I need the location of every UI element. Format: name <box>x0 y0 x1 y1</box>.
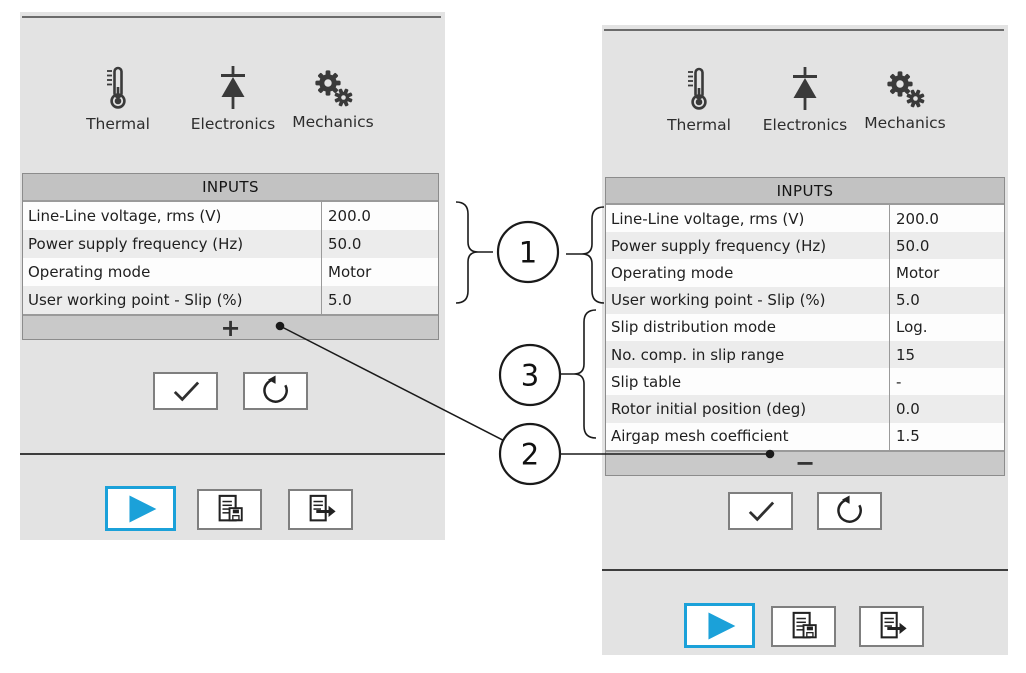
thermometer-icon <box>107 66 126 109</box>
table-row: Airgap mesh coefficient 1.5 <box>606 422 1004 450</box>
brace-left-table-rows <box>455 201 493 304</box>
callout-label-2: 2 <box>521 438 539 472</box>
callout-label-3: 3 <box>521 359 539 393</box>
row-label: Slip table <box>611 372 682 391</box>
row-label: Line-Line voltage, rms (V) <box>611 209 805 228</box>
export-report-button[interactable] <box>288 489 353 530</box>
table-row: User working point - Slip (%) 5.0 <box>606 286 1004 314</box>
check-icon <box>173 381 199 402</box>
save-script-button[interactable] <box>771 606 836 647</box>
row-value-field[interactable]: 15 <box>889 340 1004 369</box>
row-label: User working point - Slip (%) <box>611 291 826 310</box>
divider <box>20 453 445 455</box>
reset-button[interactable] <box>243 372 308 410</box>
table-row: Slip distribution mode Log. <box>606 313 1004 341</box>
row-label: Rotor initial position (deg) <box>611 399 807 418</box>
tab-thermal[interactable]: Thermal <box>639 67 759 134</box>
table-row: Line-Line voltage, rms (V) 200.0 <box>23 202 438 230</box>
table-row: User working point - Slip (%) 5.0 <box>23 286 438 314</box>
test-settings-panel-expanded: Thermal Electronics <box>602 25 1008 655</box>
callout-circle-3 <box>498 343 562 407</box>
row-label: Slip distribution mode <box>611 318 776 337</box>
inputs-table-title: INPUTS <box>606 178 1004 205</box>
row-value-field[interactable]: Motor <box>889 259 1004 287</box>
apply-button[interactable] <box>728 492 793 530</box>
row-label: Airgap mesh coefficient <box>611 427 789 446</box>
check-icon <box>748 501 774 522</box>
tab-mechanics[interactable]: Mechanics <box>845 69 965 132</box>
callout-markers: 1 3 2 <box>496 220 562 486</box>
diode-icon <box>221 66 245 109</box>
callout-circle-2 <box>498 422 562 486</box>
table-row: Slip table - <box>606 368 1004 396</box>
row-label: No. comp. in slip range <box>611 345 785 364</box>
table-row: Power supply frequency (Hz) 50.0 <box>606 232 1004 260</box>
tab-label: Electronics <box>190 115 276 133</box>
panel-top-border <box>22 16 441 18</box>
inputs-table: INPUTS Line-Line voltage, rms (V) 200.0 … <box>22 173 439 340</box>
callout-label-1: 1 <box>519 236 537 270</box>
diode-icon <box>793 67 817 110</box>
undo-circle-icon <box>262 375 288 403</box>
tab-electronics[interactable]: Electronics <box>173 66 293 133</box>
row-value-field[interactable]: 1.5 <box>889 422 1004 450</box>
document-export-icon <box>309 494 336 521</box>
inputs-table: INPUTS Line-Line voltage, rms (V) 200.0 … <box>605 177 1005 476</box>
tab-electronics[interactable]: Electronics <box>745 67 865 134</box>
expand-rows-button[interactable]: + <box>23 314 438 340</box>
row-value-field[interactable]: - <box>889 368 1004 396</box>
tab-label: Thermal <box>667 116 731 134</box>
row-value-field[interactable]: 0.0 <box>889 395 1004 423</box>
row-value-field[interactable]: 5.0 <box>321 286 438 314</box>
row-label: Operating mode <box>611 263 734 282</box>
play-icon <box>707 612 735 639</box>
tab-thermal[interactable]: Thermal <box>58 66 178 133</box>
table-row: No. comp. in slip range 15 <box>606 340 1004 369</box>
row-value-field[interactable]: 5.0 <box>889 286 1004 314</box>
export-report-button[interactable] <box>859 606 924 647</box>
document-save-icon <box>792 611 817 638</box>
table-row: Power supply frequency (Hz) 50.0 <box>23 230 438 258</box>
tab-label: Mechanics <box>292 113 374 131</box>
row-value-field[interactable]: 50.0 <box>889 232 1004 260</box>
document-export-icon <box>880 611 907 638</box>
play-icon <box>128 495 156 522</box>
brace-right-table-rows-3 <box>561 309 597 439</box>
row-value-field[interactable]: 200.0 <box>889 205 1004 233</box>
inputs-table-title: INPUTS <box>23 174 438 202</box>
run-test-button[interactable] <box>105 486 176 531</box>
row-value-field[interactable]: 200.0 <box>321 202 438 230</box>
reset-button[interactable] <box>817 492 882 530</box>
panel-top-border <box>604 29 1004 31</box>
tab-label: Electronics <box>762 116 848 134</box>
document-save-icon <box>218 494 243 521</box>
callout-circle-1 <box>496 220 560 284</box>
brace-right-table-rows-1 <box>566 206 605 304</box>
table-row: Line-Line voltage, rms (V) 200.0 <box>606 205 1004 233</box>
run-test-button[interactable] <box>684 603 755 648</box>
tab-label: Thermal <box>86 115 150 133</box>
row-label: User working point - Slip (%) <box>28 291 243 309</box>
save-script-button[interactable] <box>197 489 262 530</box>
row-value-field[interactable]: 50.0 <box>321 230 438 258</box>
table-row: Operating mode Motor <box>606 259 1004 287</box>
row-label: Line-Line voltage, rms (V) <box>28 207 222 225</box>
collapse-rows-button[interactable]: − <box>606 449 1004 475</box>
thermometer-icon <box>688 67 707 110</box>
row-value-field[interactable]: Log. <box>889 313 1004 341</box>
row-value-field[interactable]: Motor <box>321 258 438 286</box>
tab-mechanics[interactable]: Mechanics <box>273 68 393 131</box>
table-row: Rotor initial position (deg) 0.0 <box>606 395 1004 423</box>
apply-button[interactable] <box>153 372 218 410</box>
table-row: Operating mode Motor <box>23 258 438 286</box>
row-label: Power supply frequency (Hz) <box>611 236 827 255</box>
row-label: Power supply frequency (Hz) <box>28 235 244 253</box>
gears-icon <box>887 71 925 108</box>
test-settings-panel-collapsed: Thermal Electronics <box>20 12 445 540</box>
tab-label: Mechanics <box>864 114 946 132</box>
undo-circle-icon <box>836 495 862 523</box>
row-label: Operating mode <box>28 263 151 281</box>
divider <box>602 569 1008 571</box>
gears-icon <box>315 70 353 107</box>
